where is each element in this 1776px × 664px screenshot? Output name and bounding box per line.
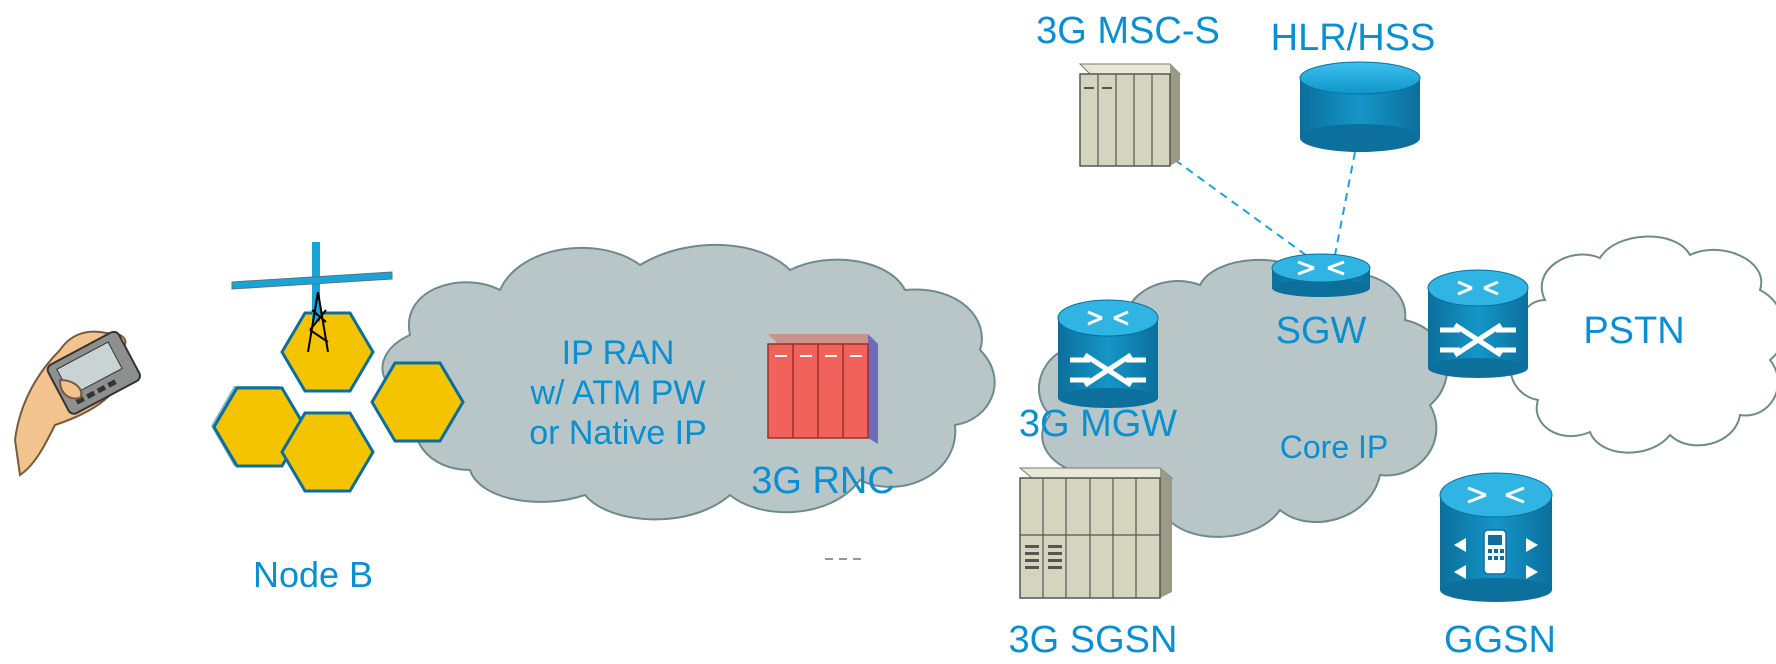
- rnc-device-icon: [767, 334, 878, 444]
- ip-ran-label-line3: or Native IP: [529, 414, 707, 452]
- ip-ran-label-line2: w/ ATM PW: [529, 374, 705, 412]
- mgw-label: 3G MGW: [1019, 403, 1177, 445]
- ggsn-label: GGSN: [1444, 619, 1556, 661]
- node-b-cell-icon: [211, 242, 465, 493]
- sgw-router-icon: [1271, 253, 1371, 297]
- link-hlr-sgw: [1334, 151, 1356, 256]
- rnc-label: 3G RNC: [751, 460, 895, 502]
- core-ip-label: Core IP: [1280, 429, 1388, 465]
- hlr-hss-database-icon: [1299, 61, 1421, 152]
- node-b-label: Node B: [253, 554, 373, 595]
- msc-s-label: 3G MSC-S: [1036, 10, 1220, 52]
- links: [825, 151, 1356, 560]
- msc-s-server-icon: [1078, 63, 1182, 167]
- ip-ran-label-line1: IP RAN: [562, 334, 675, 372]
- ggsn-mobile-gateway-icon: [1439, 472, 1553, 602]
- link-msc-sgw: [1174, 159, 1311, 259]
- sgsn-label: 3G SGSN: [1009, 619, 1178, 661]
- sgw-label: SGW: [1276, 310, 1367, 352]
- hlr-hss-label: HLR/HSS: [1271, 17, 1436, 59]
- pstn-switch-icon: [1427, 269, 1529, 378]
- cell-tower-icon: [231, 242, 393, 353]
- sgsn-server-rack-icon: [1018, 467, 1174, 599]
- pstn-label: PSTN: [1583, 310, 1684, 352]
- ip-ran-cloud: [381, 243, 996, 521]
- pstn-cloud: [1509, 235, 1776, 454]
- handset-icon: [13, 330, 141, 477]
- mgw-switch-icon: [1057, 299, 1159, 408]
